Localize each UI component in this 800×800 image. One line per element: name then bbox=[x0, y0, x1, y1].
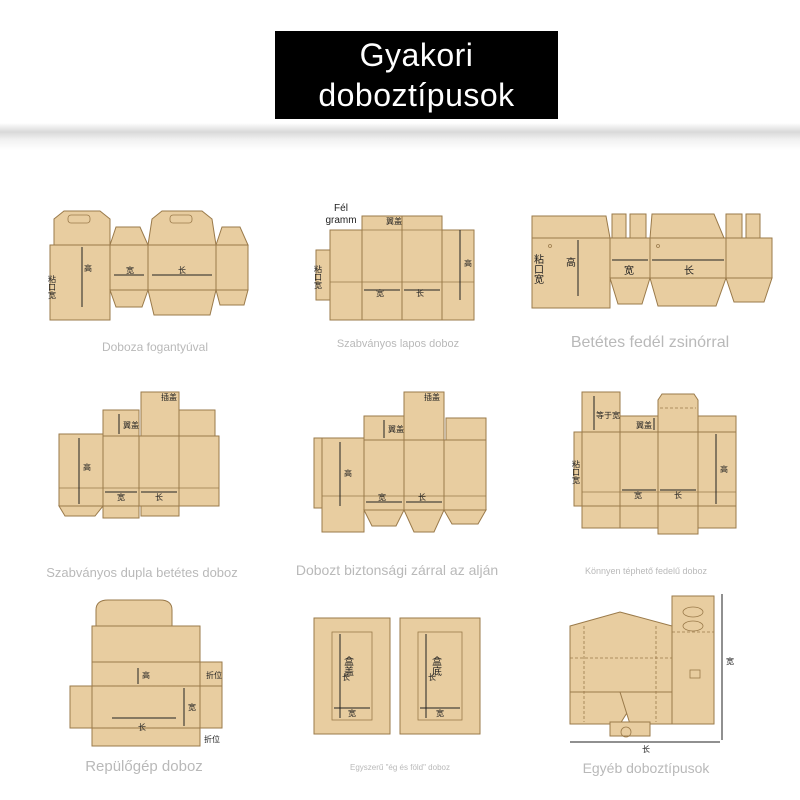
label-tuck-lid: 插盖 bbox=[424, 392, 440, 402]
dieline-lid-base-box bbox=[313, 617, 481, 735]
title-line-2: doboztípusok bbox=[318, 77, 515, 113]
label-width: 宽 bbox=[126, 265, 134, 275]
label-box-bottom: 盒底 bbox=[430, 655, 442, 677]
caption-insert-lid-box: Betétes fedél zsinórral bbox=[570, 334, 730, 351]
label-width: 宽 bbox=[117, 492, 125, 502]
caption-lock-bottom-box: Dobozt biztonsági zárral az alján bbox=[295, 562, 499, 578]
diagram-double-insert-box: 插盖 翼盖 高 宽 长 bbox=[58, 391, 220, 519]
label-fold-bottom: 折位 bbox=[204, 734, 220, 744]
caption-airplane-box: Repülőgép doboz bbox=[85, 758, 203, 775]
dieline-insert-lid-box bbox=[531, 213, 773, 309]
label-height: 高 bbox=[464, 258, 472, 268]
dieline-tear-lid-box bbox=[573, 391, 737, 535]
diagram-lock-bottom-box: 插盖 翼盖 高 宽 长 bbox=[313, 391, 487, 533]
label-length: 长 bbox=[416, 288, 424, 298]
caption-handle-box: Doboza fogantyúval bbox=[101, 340, 209, 354]
label-width: 宽 bbox=[376, 288, 384, 298]
diagram-lid-base-box: 盒盖 盒底 长 长 宽 宽 bbox=[313, 617, 481, 735]
label-box-lid: 盒盖 bbox=[342, 655, 354, 676]
label-width: 宽 bbox=[624, 264, 634, 277]
label-length: 长 bbox=[642, 744, 650, 754]
dieline-airplane-box bbox=[69, 599, 223, 747]
label-half-gram: Fél gramm bbox=[325, 203, 357, 226]
label-width: 宽 bbox=[378, 492, 386, 502]
label-fold-top: 折位 bbox=[206, 670, 222, 680]
title-line-1: Gyakori bbox=[359, 37, 474, 73]
diagram-other-box: 宽 长 bbox=[569, 594, 734, 754]
dieline-lock-bottom-box bbox=[313, 391, 487, 533]
label-width: 宽 bbox=[188, 702, 196, 712]
page-title: Gyakori doboztípusok bbox=[275, 31, 558, 119]
label-lid-wide: 翼盖 bbox=[388, 424, 404, 434]
label-length: 长 bbox=[138, 722, 146, 732]
label-width: 宽 bbox=[726, 656, 734, 666]
label-length: 长 bbox=[674, 490, 682, 500]
label-base-width: 宽 bbox=[436, 708, 444, 718]
label-tuck-lid: 插盖 bbox=[161, 392, 177, 402]
label-lid-width: 宽 bbox=[348, 708, 356, 718]
header-banner: Gyakori doboztípusok bbox=[0, 0, 800, 150]
label-length: 长 bbox=[418, 492, 426, 502]
label-width: 宽 bbox=[634, 490, 642, 500]
label-glue: 粘口宽 bbox=[572, 459, 581, 485]
label-height: 高 bbox=[344, 468, 352, 478]
diagram-handle-box: 粘口宽 高 宽 长 bbox=[48, 210, 249, 321]
dieline-handle-box bbox=[49, 210, 249, 321]
caption-lid-base-box: Egyszerű "ég és föld" doboz bbox=[350, 763, 450, 772]
dieline-flat-box bbox=[315, 215, 475, 321]
diagram-flat-box: 翼盖 高 宽 长 粘口宽 bbox=[314, 215, 475, 321]
label-lid-length: 长 bbox=[342, 672, 350, 682]
label-length: 长 bbox=[684, 265, 694, 277]
label-glue: 粘口宽 bbox=[314, 264, 323, 290]
label-height: 高 bbox=[720, 464, 728, 474]
label-lid-wide: 翼盖 bbox=[386, 216, 402, 226]
caption-tear-lid-box: Könnyen téphető fedelű doboz bbox=[584, 566, 708, 576]
caption-double-insert-box: Szabványos dupla betétes doboz bbox=[46, 565, 238, 580]
label-base-length: 长 bbox=[428, 672, 436, 682]
label-height: 高 bbox=[83, 462, 91, 472]
diagram-airplane-box: 高 宽 长 折位 折位 bbox=[69, 599, 223, 747]
label-height: 高 bbox=[142, 670, 150, 680]
label-lid-wide: 翼盖 bbox=[123, 420, 139, 430]
dieline-double-insert-box bbox=[58, 391, 220, 519]
caption-other-box: Egyéb doboztípusok bbox=[582, 760, 710, 776]
label-length: 长 bbox=[155, 492, 163, 502]
label-equal-width: 等于宽 bbox=[596, 410, 620, 420]
label-glue: 粘口宽 bbox=[48, 274, 57, 300]
label-lid-wide: 翼盖 bbox=[636, 420, 652, 430]
diagram-tear-lid-box: 等于宽 翼盖 粘口宽 高 宽 长 bbox=[572, 391, 737, 535]
diagram-insert-lid-box: 粘口宽 高 宽 长 bbox=[531, 213, 773, 309]
dieline-other-box bbox=[569, 595, 715, 738]
label-height: 高 bbox=[84, 263, 92, 273]
label-height: 高 bbox=[566, 256, 576, 269]
label-glue: 粘口宽 bbox=[532, 253, 544, 285]
caption-flat-box: Szabványos lapos doboz bbox=[336, 338, 460, 350]
label-length: 长 bbox=[178, 265, 186, 275]
